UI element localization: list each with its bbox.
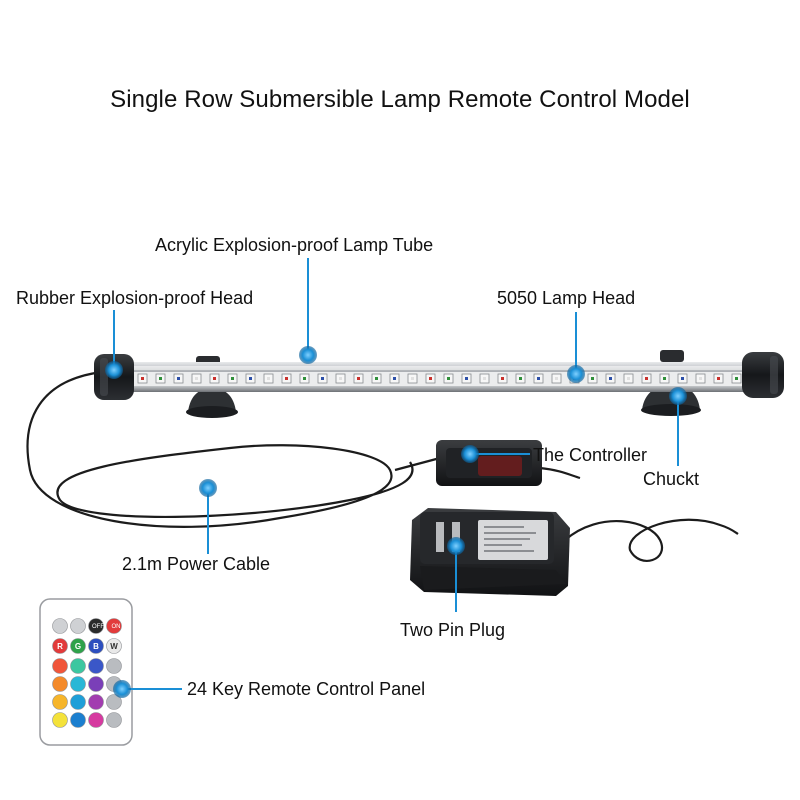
- led-chip-core: [663, 377, 666, 380]
- remote-key: [70, 658, 86, 674]
- led-chip-core: [699, 377, 702, 380]
- remote-w-label: W: [110, 642, 118, 651]
- remote-key: [52, 712, 68, 728]
- led-chip-core: [717, 377, 720, 380]
- led-strip: [137, 373, 742, 384]
- callout-dots: [105, 346, 687, 698]
- remote-key: [70, 712, 86, 728]
- callout-dot-lamp-tube: [299, 346, 317, 364]
- led-chip-core: [447, 377, 450, 380]
- callout-lines: [113, 258, 679, 690]
- callout-dot-controller: [461, 445, 479, 463]
- remote-key: [106, 658, 122, 674]
- remote-key: [106, 694, 122, 710]
- label-remote-panel: 24 Key Remote Control Panel: [187, 679, 426, 699]
- remote-key: [52, 694, 68, 710]
- label-plug: Two Pin Plug: [400, 620, 506, 640]
- led-chip-core: [393, 377, 396, 380]
- led-chip-core: [267, 377, 270, 380]
- remote-off-label: OFF: [92, 624, 104, 630]
- led-chip-core: [213, 377, 216, 380]
- led-chip-core: [375, 377, 378, 380]
- power-cable: [26, 370, 739, 562]
- led-chip-core: [555, 377, 558, 380]
- remote-key: [52, 658, 68, 674]
- callout-dot-remote: [113, 680, 131, 698]
- power-adapter: [410, 508, 570, 596]
- led-chip-core: [411, 377, 414, 380]
- remote-key: [70, 618, 86, 634]
- remote-key: [88, 712, 104, 728]
- led-chip-core: [537, 377, 540, 380]
- remote-g-label: G: [75, 642, 81, 651]
- remote-key: [88, 638, 104, 654]
- remote-key: [88, 658, 104, 674]
- led-chip-core: [285, 377, 288, 380]
- led-chip-core: [195, 377, 198, 380]
- callout-dot-plug: [447, 537, 465, 555]
- led-chip-core: [141, 377, 144, 380]
- label-controller: The Controller: [533, 445, 648, 465]
- rubber-head-right: [742, 352, 784, 398]
- controller-box: [436, 440, 542, 486]
- led-chip-core: [501, 377, 504, 380]
- remote-key: [88, 694, 104, 710]
- led-chip-core: [177, 377, 180, 380]
- led-chip-core: [735, 377, 738, 380]
- led-chip-core: [591, 377, 594, 380]
- led-chip-core: [465, 377, 468, 380]
- remote-control: OFF ON R G B W: [39, 598, 133, 746]
- led-chip-core: [231, 377, 234, 380]
- led-chip-core: [483, 377, 486, 380]
- remote-key: [70, 694, 86, 710]
- led-chip-core: [339, 377, 342, 380]
- callout-dot-power-cable: [199, 479, 217, 497]
- callout-dot-lamp-head: [567, 365, 585, 383]
- remote-key: [70, 638, 86, 654]
- led-chip-core: [627, 377, 630, 380]
- led-chip-core: [357, 377, 360, 380]
- led-chip-core: [321, 377, 324, 380]
- remote-key: [52, 676, 68, 692]
- remote-key: [52, 618, 68, 634]
- remote-key: [106, 712, 122, 728]
- led-chip-core: [645, 377, 648, 380]
- remote-key: [52, 638, 68, 654]
- callout-dot-chuck: [669, 387, 687, 405]
- callout-dot-rubber-head: [105, 361, 123, 379]
- led-chip-core: [249, 377, 252, 380]
- page-title: Single Row Submersible Lamp Remote Contr…: [110, 86, 690, 113]
- remote-on-label: ON: [112, 624, 121, 630]
- led-chip-core: [681, 377, 684, 380]
- led-chip-core: [519, 377, 522, 380]
- led-chip-core: [609, 377, 612, 380]
- remote-key: [70, 676, 86, 692]
- label-rubber-head: Rubber Explosion-proof Head: [16, 288, 254, 308]
- led-chip-core: [303, 377, 306, 380]
- label-lamp-head: 5050 Lamp Head: [497, 288, 636, 308]
- led-chip-core: [159, 377, 162, 380]
- label-chuck: Chuckt: [643, 469, 700, 489]
- remote-r-label: R: [57, 642, 63, 651]
- remote-key: [106, 618, 122, 634]
- label-lamp-tube: Acrylic Explosion-proof Lamp Tube: [155, 235, 434, 255]
- label-power-cable: 2.1m Power Cable: [122, 554, 271, 574]
- remote-b-label: B: [93, 642, 99, 651]
- remote-key: [106, 638, 122, 654]
- remote-key: [88, 676, 104, 692]
- led-chip-core: [429, 377, 432, 380]
- remote-key: [88, 618, 104, 634]
